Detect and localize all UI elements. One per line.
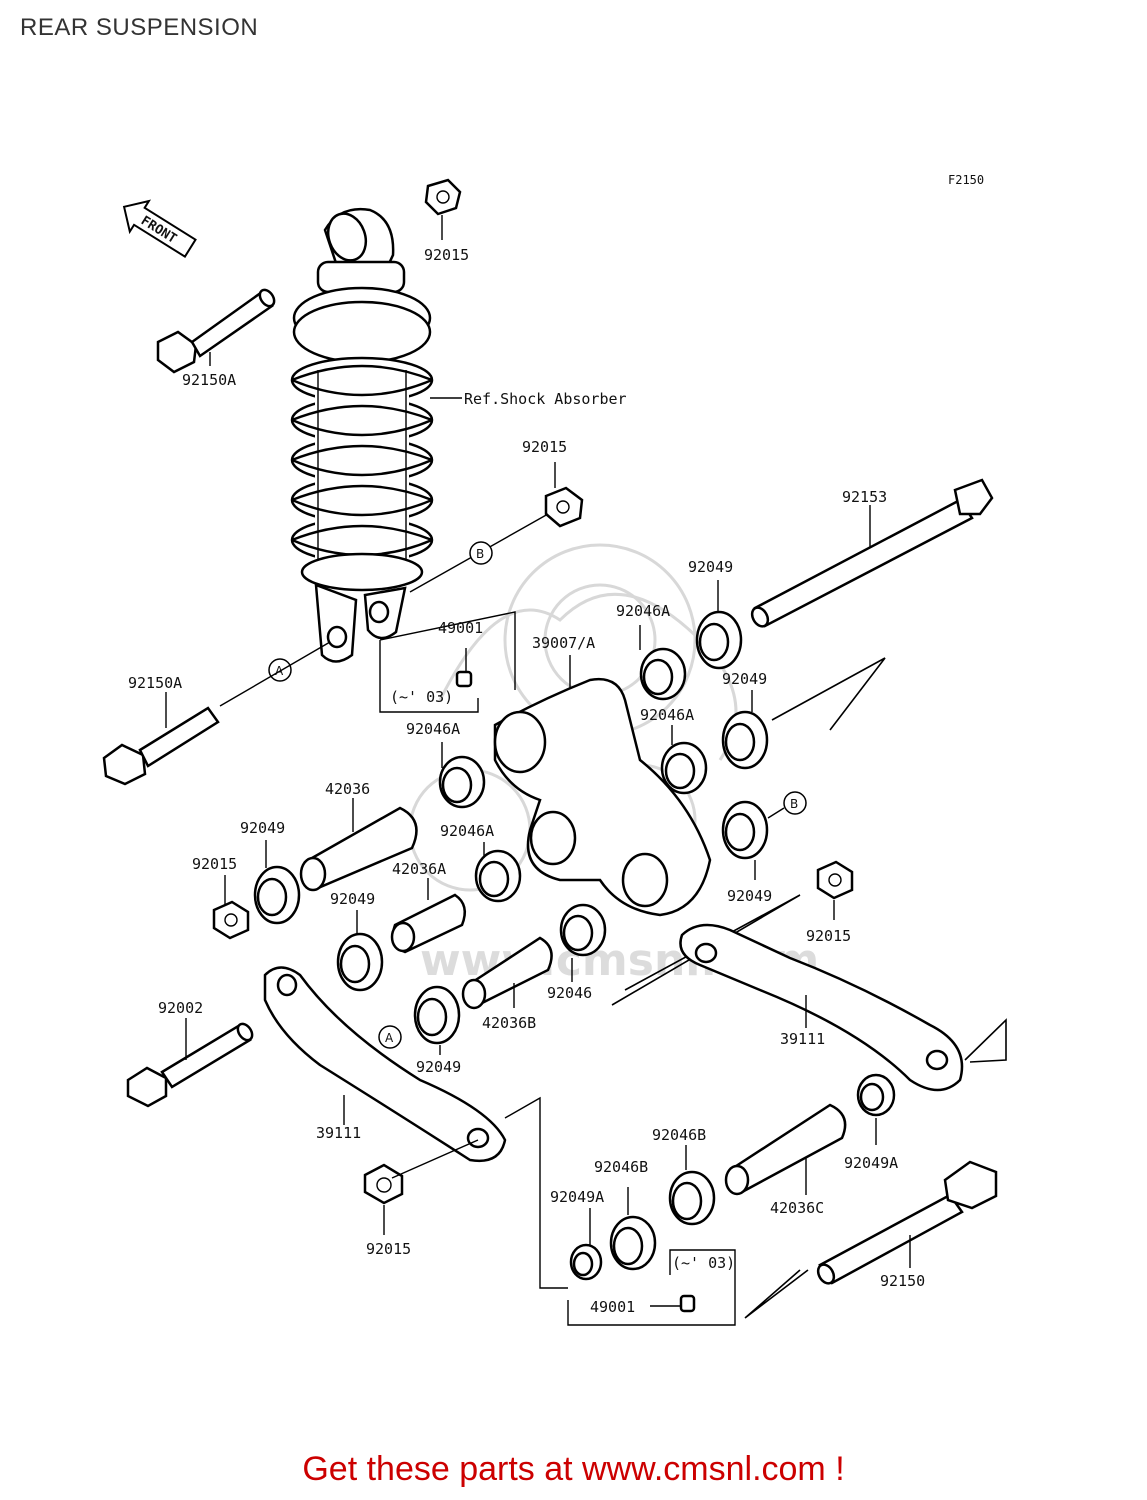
long-bolt-icon xyxy=(816,1160,998,1285)
nut-icon xyxy=(544,486,584,528)
part-number-label: 92015 xyxy=(366,1240,411,1258)
part-number-label: 92049 xyxy=(240,819,285,837)
part-number-label: 92015 xyxy=(806,927,851,945)
marker-b-label: B xyxy=(790,797,798,811)
collar-icon xyxy=(569,1073,896,1281)
part-number-label: 92046A xyxy=(440,822,494,840)
part-number-label: 92049 xyxy=(688,558,733,576)
bolt-icon xyxy=(126,1022,254,1108)
marker-b-label: B xyxy=(476,547,484,561)
part-number-label: 92049A xyxy=(550,1188,604,1206)
part-number-label: 42036A xyxy=(392,860,446,878)
part-number-label: 92150A xyxy=(182,371,236,389)
figure-code: F2150 xyxy=(948,173,984,187)
model-year-note: (~' 03) xyxy=(390,688,453,706)
part-number-label: 92002 xyxy=(158,999,203,1017)
part-number-label: 92015 xyxy=(522,438,567,456)
rear-suspension-diagram: www.cmsnl.com F2150 FRONT xyxy=(102,173,1007,1326)
front-arrow-icon: FRONT xyxy=(122,199,197,258)
part-number-label: 92150 xyxy=(880,1272,925,1290)
part-number-label: 49001 xyxy=(590,1298,635,1316)
needle-bearing-icon xyxy=(438,647,708,957)
part-number-label: 92015 xyxy=(192,855,237,873)
part-number-label: 39111 xyxy=(780,1030,825,1048)
part-number-label: 92046A xyxy=(406,720,460,738)
bolt-icon xyxy=(156,288,276,374)
part-number-label: 92046B xyxy=(594,1158,648,1176)
part-number-label: 92015 xyxy=(424,246,469,264)
marker-a xyxy=(268,658,292,682)
part-number-label: 92046A xyxy=(616,602,670,620)
spacer-sleeve-icon xyxy=(299,806,847,1196)
part-number-label: 92049 xyxy=(416,1058,461,1076)
part-number-label: 92046 xyxy=(547,984,592,1002)
marker-b xyxy=(783,791,807,815)
reference-label: Ref.Shock Absorber xyxy=(464,390,627,408)
part-number-label: 92049A xyxy=(844,1154,898,1172)
model-year-note: (~' 03) xyxy=(672,1254,735,1272)
shock-absorber xyxy=(290,207,434,663)
cmsnl-link[interactable]: Get these parts at www.cmsnl.com ! xyxy=(302,1450,845,1488)
tie-rod-39111 xyxy=(679,923,964,1092)
marker-a xyxy=(378,1025,402,1049)
part-number-label: 42036C xyxy=(770,1199,824,1217)
bolt-icon xyxy=(102,706,220,786)
part-number-label: 92046B xyxy=(652,1126,706,1144)
nut-icon xyxy=(212,860,854,1205)
part-number-label: 39007/A xyxy=(532,634,595,652)
collar-icon xyxy=(253,610,769,1045)
part-number-label: 39111 xyxy=(316,1124,361,1142)
long-bolt-icon xyxy=(750,478,994,628)
part-number-label: 92049 xyxy=(727,887,772,905)
nut-icon xyxy=(424,178,462,216)
footer-cta: Get these parts at www.cmsnl.com ! xyxy=(0,1450,1147,1489)
part-number-label: 92150A xyxy=(128,674,182,692)
tie-rod-39111 xyxy=(263,966,507,1163)
part-number-label: 92049 xyxy=(330,890,375,908)
needle-bearing-icon xyxy=(609,1170,716,1271)
rocker-arm-39007 xyxy=(493,677,712,917)
grease-nipple-icon xyxy=(679,1294,696,1313)
part-number-label: 92046A xyxy=(640,706,694,724)
grease-nipple-icon xyxy=(455,670,473,688)
page-title: REAR SUSPENSION xyxy=(20,14,259,41)
part-number-label: 42036 xyxy=(325,780,370,798)
part-number-label: 42036B xyxy=(482,1014,536,1032)
marker-b xyxy=(469,541,493,565)
part-number-label: 92153 xyxy=(842,488,887,506)
part-number-label: 49001 xyxy=(438,619,483,637)
marker-a-label: A xyxy=(385,1031,394,1045)
part-number-label: 92049 xyxy=(722,670,767,688)
